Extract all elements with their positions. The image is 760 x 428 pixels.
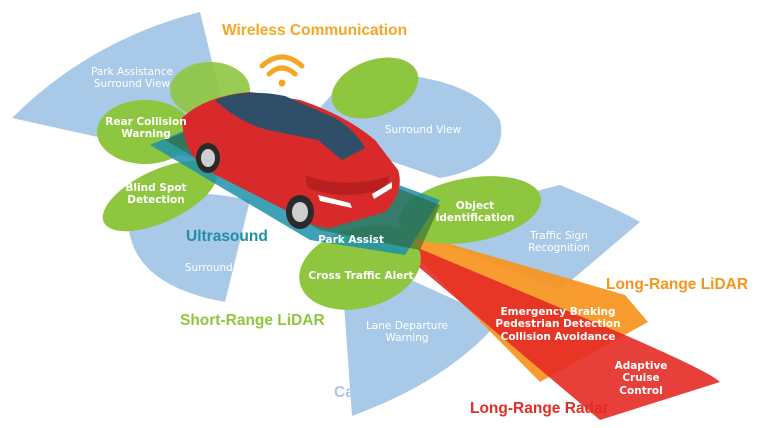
- park-assistance-label: Park Assistance Surround View: [91, 66, 173, 91]
- surround-view-front-label: Surround View: [384, 124, 462, 136]
- camera-heading: Camera: [334, 384, 391, 401]
- rear-collision-label: Rear Collision Warning: [105, 116, 187, 141]
- lidar-petal-top-right: [331, 57, 419, 119]
- object-identification-label: Object Identification: [435, 200, 515, 225]
- blind-spot-label: Blind Spot Detection: [125, 182, 187, 207]
- surround-view-left-label: Surround View: [184, 262, 262, 274]
- adaptive-cruise-control-label: Adaptive Cruise Control: [614, 360, 668, 397]
- wireless-communication-heading: Wireless Communication: [222, 22, 408, 39]
- short-range-lidar-heading: Short-Range LiDAR: [180, 312, 325, 329]
- lidar-petal-front-right: [398, 176, 542, 244]
- long-range-lidar-heading: Long-Range LiDAR: [606, 276, 749, 293]
- ultrasound-heading: Ultrasound: [186, 228, 268, 245]
- car-illustration: [182, 92, 400, 229]
- wifi-icon: [259, 54, 305, 87]
- park-assist-label: Park Assist: [318, 234, 384, 246]
- lane-departure-label: Lane Departure Warning: [365, 320, 449, 345]
- traffic-sign-label: Traffic Sign Recognition: [528, 230, 590, 255]
- lidar-petal-rear-left: [102, 160, 218, 232]
- long-range-radar-heading: Long-Range Radar: [470, 400, 609, 417]
- long-radar-beam: [375, 230, 720, 420]
- cross-traffic-alert-label: Cross Traffic Alert: [308, 270, 414, 282]
- emergency-braking-label: Emergency Braking Pedestrian Detection C…: [495, 306, 621, 343]
